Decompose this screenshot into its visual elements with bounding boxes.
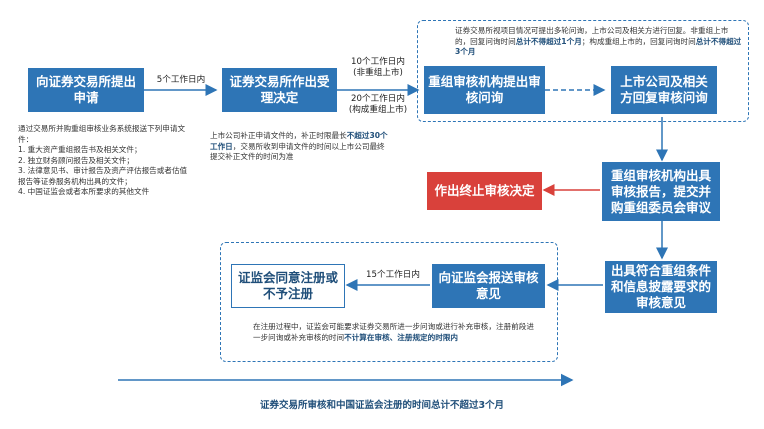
registration-note: 在注册过程中，证监会可能要求证券交易所进一步问询或进行补充审核，注册前段进一步问…	[253, 322, 535, 343]
supplement-highlight: 不超过30个工作日	[210, 131, 388, 151]
supplement-note: 上市公司补正申请文件的，补正时限最长不超过30个工作日，交易所收到申请文件的时间…	[210, 131, 388, 163]
submit-application-box: 向证券交易所提出申请	[28, 68, 144, 112]
inquiry-box: 重组审核机构提出审核问询	[424, 66, 545, 114]
review-opinion-box: 出具符合重组条件和信息披露要求的审核意见	[605, 261, 717, 313]
supplement-text-1: 上市公司补正申请文件的，补正时限最长	[210, 131, 347, 140]
twenty-days-label: 20个工作日内	[351, 94, 405, 104]
registration-highlight: 不计算在审核、注册规定的时限内	[344, 332, 459, 342]
csrc-submit-box: 向证监会报送审核意见	[432, 264, 545, 308]
fifteen-days-label: 15个工作日内	[366, 270, 420, 280]
timeline-footer: 证券交易所审核和中国证监会注册的时间总计不超过3个月	[259, 400, 505, 411]
non-listing-label: (非重组上市)	[353, 68, 403, 78]
inquiry-loop-frame	[417, 20, 749, 122]
registration-text: 在注册过程中，证监会可能要求证券交易所进一步问询或进行补充审核，注册前段进一步问…	[253, 322, 534, 342]
inquiry-highlight-1: 总计不得超过1个月	[515, 36, 582, 46]
csrc-decision-box: 证监会同意注册或不予注册	[231, 264, 345, 308]
inquiry-text-2: ；构成重组上市的，回复问询时间	[581, 36, 696, 46]
reply-box: 上市公司及相关方回复审核问询	[611, 66, 717, 114]
inquiry-text-1: 证券交易所视项目情况可提出多轮问询，上市公司及相关方进行回复。非重组上市的，回复…	[455, 26, 729, 46]
materials-note: 通过交易所并购重组审核业务系统报送下列申请文件： 1. 重大资产重组报告书及相关…	[18, 124, 188, 196]
accept-decision-box: 证券交易所作出受理决定	[222, 68, 337, 112]
five-days-label: 5个工作日内	[156, 75, 206, 85]
inquiry-highlight-2: 总计不得超过3个月	[455, 36, 742, 57]
supplement-text-2: ，交易所收到申请文件的时间以上市公司最终提交补正文件的时间为准	[210, 141, 385, 162]
registration-frame	[220, 242, 558, 362]
ten-days-label: 10个工作日内	[351, 57, 405, 67]
inquiry-note: 证券交易所视项目情况可提出多轮问询，上市公司及相关方进行回复。非重组上市的，回复…	[455, 26, 743, 58]
restructure-listing-label: (构成重组上市)	[348, 105, 408, 115]
review-report-box: 重组审核机构出具审核报告，提交并购重组委员会审议	[602, 162, 720, 221]
terminate-box: 作出终止审核决定	[427, 172, 542, 210]
